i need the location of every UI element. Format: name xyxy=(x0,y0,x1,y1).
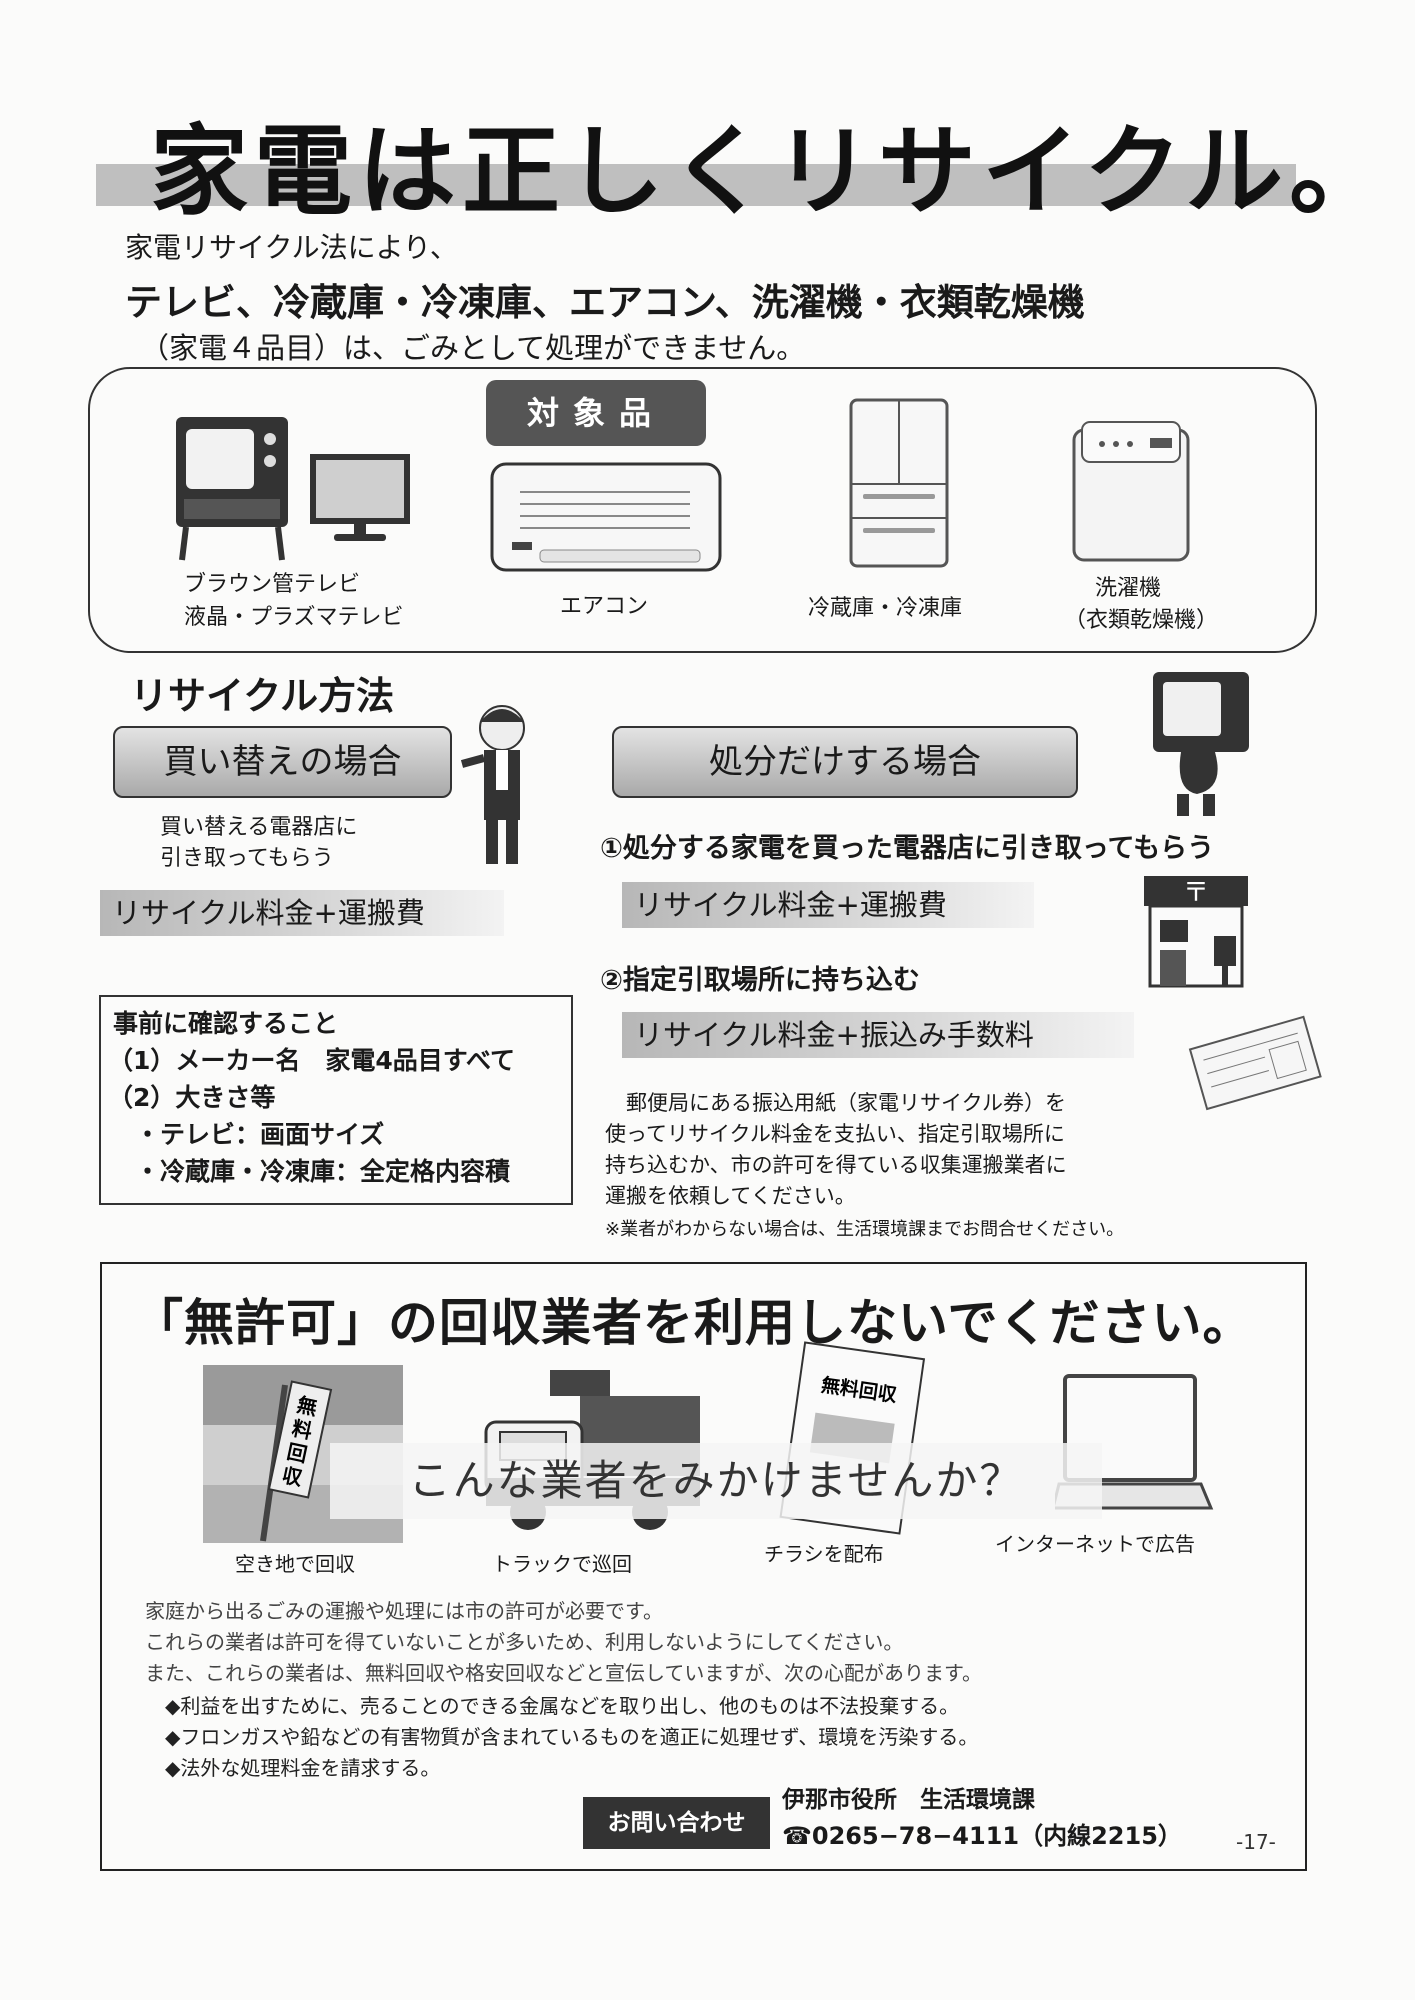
check-line-2: （2）大きさ等 xyxy=(108,1083,276,1112)
sign-char-2: 料 xyxy=(290,1416,315,1444)
dispose-step-2: ②指定引取場所に持ち込む xyxy=(600,965,920,996)
dispose-note: ※業者がわからない場合は、生活環境課までお問合せください。 xyxy=(605,1219,1125,1240)
check-line-3: ・テレビ：画面サイズ xyxy=(135,1120,385,1149)
check-line-4: ・冷蔵庫・冷凍庫：全定格内容積 xyxy=(135,1157,511,1186)
dispose-para-4: 運搬を依頼してください。 xyxy=(605,1184,856,1208)
page-title: 家電は正しくリサイクル。 xyxy=(150,115,1394,229)
dispose-fee-2: リサイクル料金+振込み手数料 xyxy=(622,1012,1134,1058)
fridge-caption: 冷蔵庫・冷凍庫 xyxy=(808,596,963,621)
check-line-1: （1）メーカー名 家電4品目すべて xyxy=(108,1046,516,1075)
lcd-tv-icon xyxy=(310,454,410,541)
caption-vacant-lot: 空き地で回収 xyxy=(235,1552,355,1576)
dispose-para-3: 持ち込むか、市の許可を得ている収集運搬業者に xyxy=(605,1153,1067,1177)
washer-caption-2: （衣類乾燥機） xyxy=(1064,608,1219,633)
caption-internet: インターネットで広告 xyxy=(995,1532,1195,1556)
dispose-fee-1: リサイクル料金+運搬費 xyxy=(622,882,1034,928)
post-office-illustration: 〒 xyxy=(1144,876,1248,988)
pre-check-box xyxy=(99,995,573,1205)
tv-character-illustration xyxy=(1153,672,1249,816)
intro-line-3: （家電４品目）は、ごみとして処理ができません。 xyxy=(140,331,806,365)
contact-badge: お問い合わせ xyxy=(583,1797,770,1849)
sign-char-3: 回 xyxy=(285,1439,310,1467)
intro-line-1: 家電リサイクル法により、 xyxy=(125,231,458,264)
target-items-badge: 対象品 xyxy=(486,380,706,446)
dispose-para-2: 使ってリサイクル料金を支払い、指定引取場所に xyxy=(605,1122,1065,1146)
unlicensed-collector-warning-box xyxy=(100,1262,1307,1871)
aircon-caption: エアコン xyxy=(560,594,649,619)
recycle-heading: リサイクル方法 xyxy=(130,674,395,718)
title-underline-band xyxy=(96,164,1296,206)
warning-bullet-2: ◆フロンガスや鉛などの有害物質が含まれているものを適正に処理せず、環境を汚染する… xyxy=(165,1725,979,1749)
caption-truck: トラックで巡回 xyxy=(492,1552,632,1576)
washer-caption-1: 洗濯機 xyxy=(1095,576,1162,601)
collector-question-banner: こんな業者をみかけませんか？ xyxy=(330,1443,1102,1519)
intro-line-2: テレビ、冷蔵庫・冷凍庫、エアコン、洗濯機・衣類乾燥機 xyxy=(125,281,1085,324)
warning-title: 「無許可」の回収業者を利用しないでください。 xyxy=(133,1294,1254,1352)
dispose-case-label: 処分だけする場合 xyxy=(612,726,1078,798)
washing-machine-icon xyxy=(1072,421,1190,562)
check-heading: 事前に確認すること xyxy=(113,1009,339,1038)
caption-flyer: チラシを配布 xyxy=(764,1542,884,1566)
refrigerator-icon xyxy=(849,398,949,568)
dispose-step-1: ①処分する家電を買った電器店に引き取ってもらう xyxy=(600,833,1215,864)
warning-bullet-1: ◆利益を出すために、売ることのできる金属などを取り出し、他のものは不法投棄する。 xyxy=(165,1694,960,1718)
sign-char-1: 無 xyxy=(295,1392,320,1420)
dispose-para-1: 郵便局にある振込用紙（家電リサイクル券）を xyxy=(605,1091,1066,1115)
warning-para-3: また、これらの業者は、無料回収や格安回収などと宣伝していますが、次の心配がありま… xyxy=(145,1661,982,1685)
contact-phone: ☎0265−78−4111（内線2215） xyxy=(782,1822,1182,1850)
crt-tv-icon xyxy=(176,417,288,561)
warning-bullet-3: ◆法外な処理料金を請求する。 xyxy=(165,1756,441,1780)
replace-desc-1: 買い替える電器店に xyxy=(160,815,358,840)
tv-caption-2: 液晶・プラズマテレビ xyxy=(184,605,404,630)
tv-caption-1: ブラウン管テレビ xyxy=(184,572,361,597)
warning-para-2: これらの業者は許可を得ていないことが多いため、利用しないようにしてください。 xyxy=(145,1630,904,1654)
air-conditioner-icon xyxy=(490,462,722,572)
replace-fee: リサイクル料金+運搬費 xyxy=(100,890,504,936)
replace-case-label: 買い替えの場合 xyxy=(113,726,452,798)
warning-para-1: 家庭から出るごみの運搬や処理には市の許可が必要です。 xyxy=(145,1599,663,1623)
post-mark: 〒 xyxy=(1183,878,1209,908)
contact-office: 伊那市役所 生活環境課 xyxy=(782,1787,1035,1813)
replace-desc-2: 引き取ってもらう xyxy=(160,846,334,871)
page-number: -17- xyxy=(1236,1830,1276,1854)
store-clerk-illustration xyxy=(460,705,525,864)
payment-form-illustration xyxy=(1188,1015,1322,1111)
